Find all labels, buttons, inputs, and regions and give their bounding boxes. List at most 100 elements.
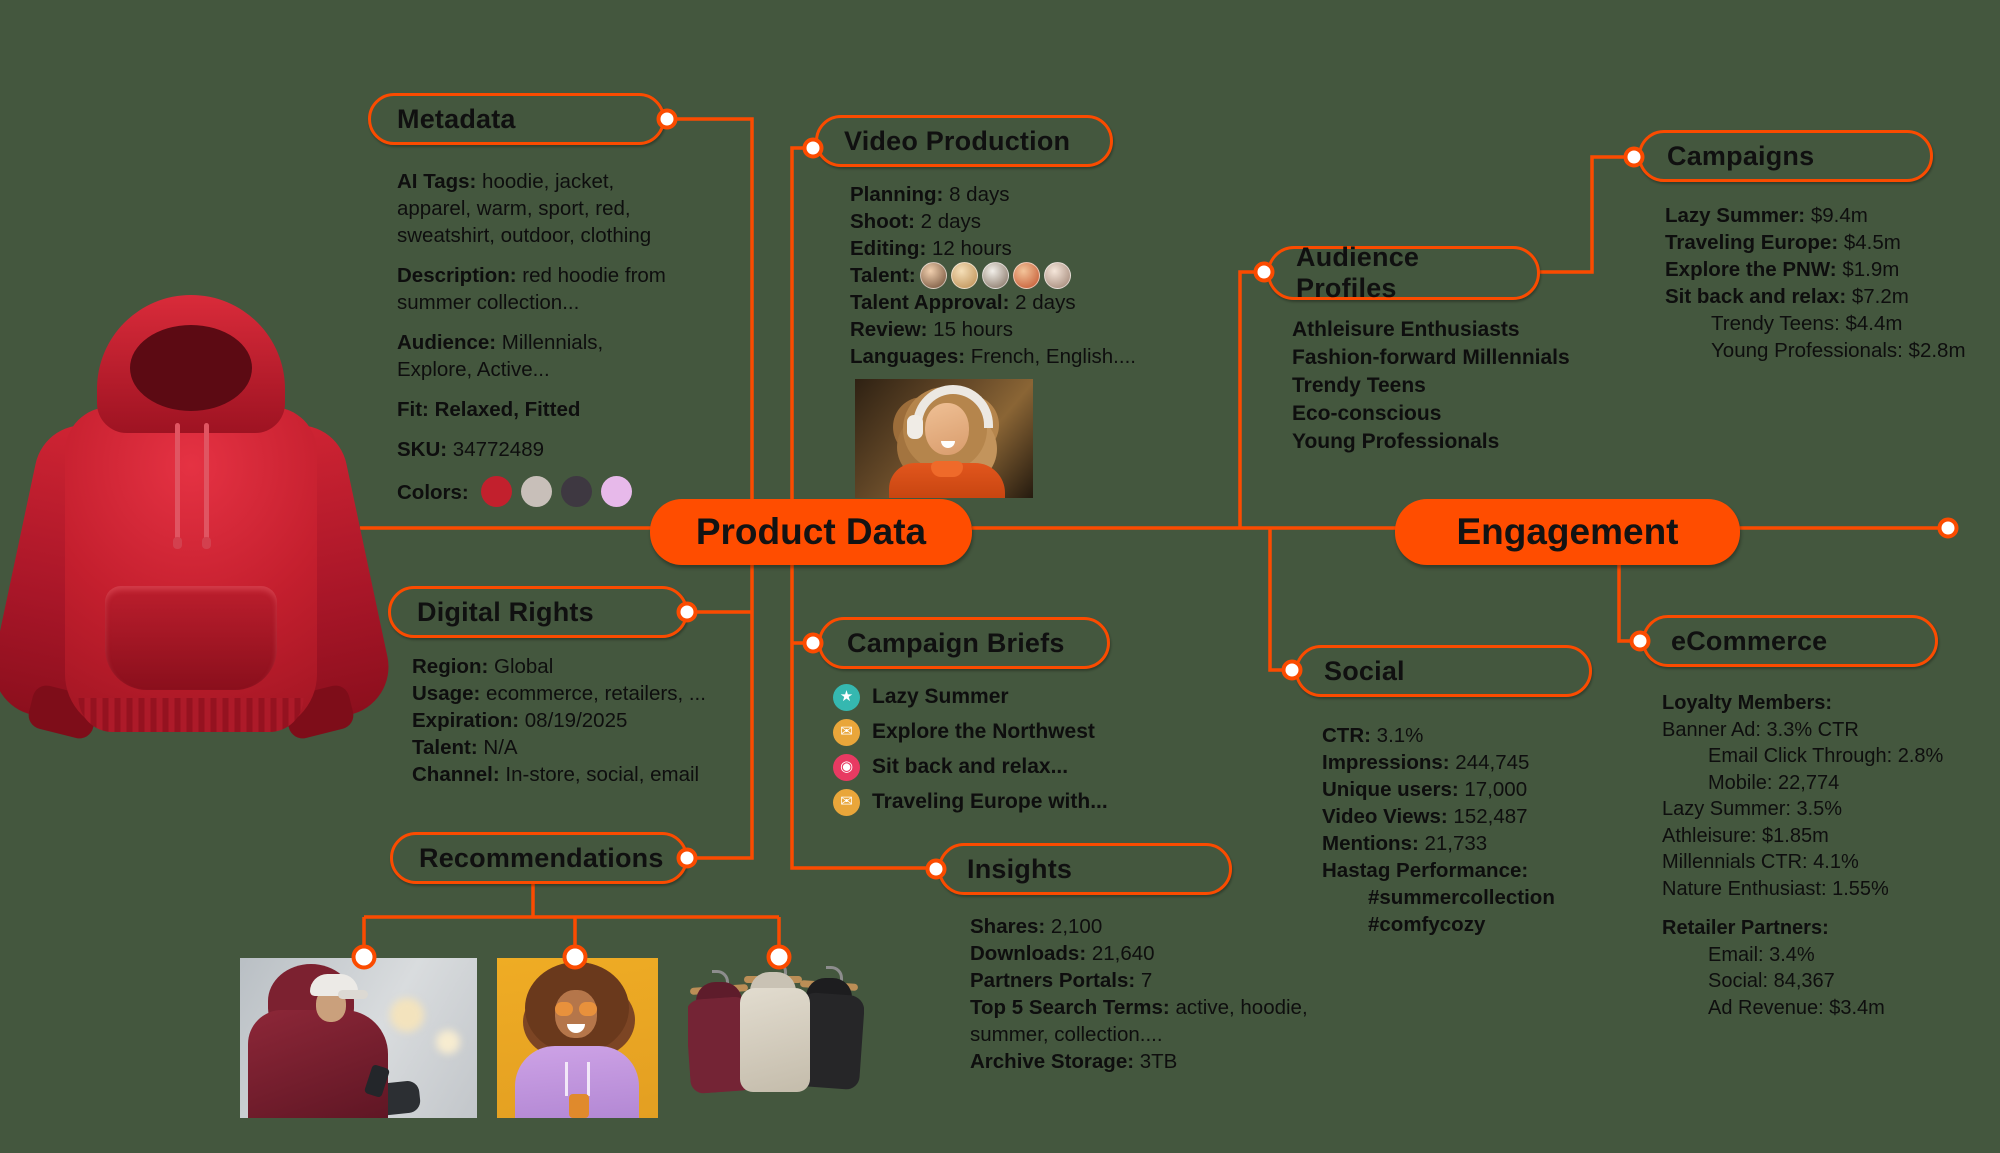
photo-torso	[248, 1010, 388, 1118]
recommendations-connector-dot	[676, 847, 698, 869]
metadata-connector-dot	[656, 108, 678, 130]
field-row: Trendy Teens: $4.4m	[1711, 312, 1903, 335]
field-row: Sit back and relax: $7.2m	[1665, 285, 1909, 308]
digital-rights-connector-dot	[676, 601, 698, 623]
field-row: Eco-conscious	[1292, 402, 1442, 425]
cap-brim	[338, 990, 368, 999]
node-video-production-title: Video Production	[844, 125, 1071, 156]
campaign-briefs-items: ★ Lazy Summer ✉Explore the Northwest ◉ Sit b…	[833, 682, 1153, 822]
mini-hoodie-cream	[740, 988, 810, 1092]
node-ecommerce[interactable]: eCommerce	[1642, 615, 1938, 667]
ecommerce-connector-dot	[1629, 630, 1651, 652]
node-campaigns[interactable]: Campaigns	[1638, 130, 1933, 182]
field-row: Lazy Summer: $9.4m	[1665, 204, 1868, 227]
woman-in-purple-hoodie-photo	[497, 958, 658, 1118]
field-row: SKU: 34772489	[397, 438, 545, 461]
field-row: #comfycozy	[1368, 913, 1486, 936]
bokeh-light	[436, 1030, 460, 1054]
man-in-maroon-hoodie-photo	[240, 958, 477, 1118]
node-insights[interactable]: Insights	[938, 843, 1232, 895]
field-row: Explore the PNW: $1.9m	[1665, 258, 1900, 281]
node-video-production[interactable]: Video Production	[815, 115, 1113, 167]
field-row: Talent:	[850, 262, 1170, 289]
hoodie-torso	[65, 407, 317, 732]
wire-spine-to-social	[1268, 528, 1289, 672]
audience-profiles-connector-dot	[1253, 261, 1275, 283]
recommendation-2-dot	[562, 944, 588, 970]
node-social-title: Social	[1324, 655, 1405, 686]
field-row: Mentions: 21,733	[1322, 832, 1488, 855]
envelope-icon: ✉	[833, 718, 860, 746]
brief-label: Lazy Summer	[872, 685, 1009, 708]
field-row: Email Click Through: 2.8%	[1708, 745, 1944, 767]
campaigns-connector-dot	[1623, 146, 1645, 168]
node-insights-title: Insights	[967, 853, 1073, 884]
spine-end-dot	[1937, 517, 1959, 539]
field-row: Planning: 8 days	[850, 183, 1010, 206]
hoodie-drawstring	[202, 423, 211, 549]
field-row: Colors:	[397, 476, 679, 507]
trophy-icon: ★	[833, 683, 860, 711]
wire-audience-to-campaigns	[1540, 155, 1631, 274]
field-row: Video Views: 152,487	[1322, 805, 1528, 828]
brief-item: ✉ Traveling Europe with...	[833, 787, 1153, 817]
field-row: Downloads: 21,640	[970, 942, 1155, 965]
headphones-earcup	[907, 415, 923, 439]
field-row: Description: red hoodie from summer coll…	[397, 264, 666, 314]
field-row: Email: 3.4%	[1708, 943, 1815, 966]
hoodie-drawstring	[565, 1062, 568, 1096]
field-row: Talent Approval: 2 days	[850, 291, 1076, 314]
color-swatch	[560, 476, 592, 507]
talent-avatar	[1043, 262, 1071, 289]
field-row: AI Tags: hoodie, jacket, apparel, warm, …	[397, 170, 652, 247]
hanger-hook	[712, 970, 729, 988]
field-row: Millennials CTR: 4.1%	[1662, 851, 1859, 873]
field-row: CTR: 3.1%	[1322, 724, 1424, 747]
field-row: Athleisure: $1.85m	[1662, 824, 1829, 847]
field-row: Athleisure Enthusiasts	[1292, 318, 1520, 341]
brief-label: Traveling Europe with...	[872, 790, 1108, 813]
color-swatches	[480, 476, 632, 507]
field-row: Traveling Europe: $4.5m	[1665, 231, 1901, 254]
photo-smile	[941, 441, 955, 448]
hoodies-on-hangers-photo	[688, 956, 864, 1106]
node-engagement-label: Engagement	[1456, 511, 1679, 552]
badge-icon: ◉	[833, 753, 860, 781]
field-row: Ad Revenue: $3.4m	[1708, 996, 1885, 1019]
node-recommendations[interactable]: Recommendations	[390, 832, 688, 884]
field-row: Shares: 2,100	[970, 915, 1103, 938]
hoodie-waistband	[78, 698, 304, 732]
phone	[569, 1094, 589, 1118]
wire-audience-to-spine	[1238, 270, 1264, 528]
node-campaigns-title: Campaigns	[1667, 140, 1815, 171]
node-digital-rights-title: Digital Rights	[417, 596, 594, 627]
node-audience-profiles[interactable]: Audience Profiles	[1267, 242, 1540, 303]
sunglasses	[555, 1002, 573, 1016]
field-row: Usage: ecommerce, retailers, ...	[412, 682, 706, 705]
node-recommendations-title: Recommendations	[419, 842, 664, 873]
brief-item: ✉Explore the Northwest	[833, 717, 1153, 747]
metadata-fields: AI Tags: hoodie, jacket, apparel, warm, …	[397, 168, 679, 507]
envelope-icon: ✉	[833, 788, 860, 816]
field-row: Fashion-forward Millennials	[1292, 346, 1570, 369]
field-row: Loyalty Members:	[1662, 692, 1833, 714]
field-row: Expiration: 08/19/2025	[412, 709, 628, 732]
field-row: Young Professionals	[1292, 430, 1500, 453]
node-social[interactable]: Social	[1295, 645, 1592, 697]
brief-label: Sit back and relax...	[872, 755, 1069, 778]
node-digital-rights[interactable]: Digital Rights	[388, 586, 688, 638]
field-row: #summercollection	[1368, 886, 1555, 909]
node-engagement[interactable]: Engagement	[1395, 499, 1740, 565]
node-product-data[interactable]: Product Data	[650, 499, 972, 565]
field-row: Hastag Performance:	[1322, 859, 1529, 882]
brief-item: ★ Lazy Summer	[833, 682, 1153, 712]
field-row: Archive Storage: 3TB	[970, 1050, 1178, 1073]
node-campaign-briefs[interactable]: Campaign Briefs	[818, 617, 1110, 669]
node-metadata[interactable]: Metadata	[368, 93, 665, 145]
woman-with-headphones-photo	[855, 379, 1033, 498]
wire-column-a	[667, 117, 754, 860]
